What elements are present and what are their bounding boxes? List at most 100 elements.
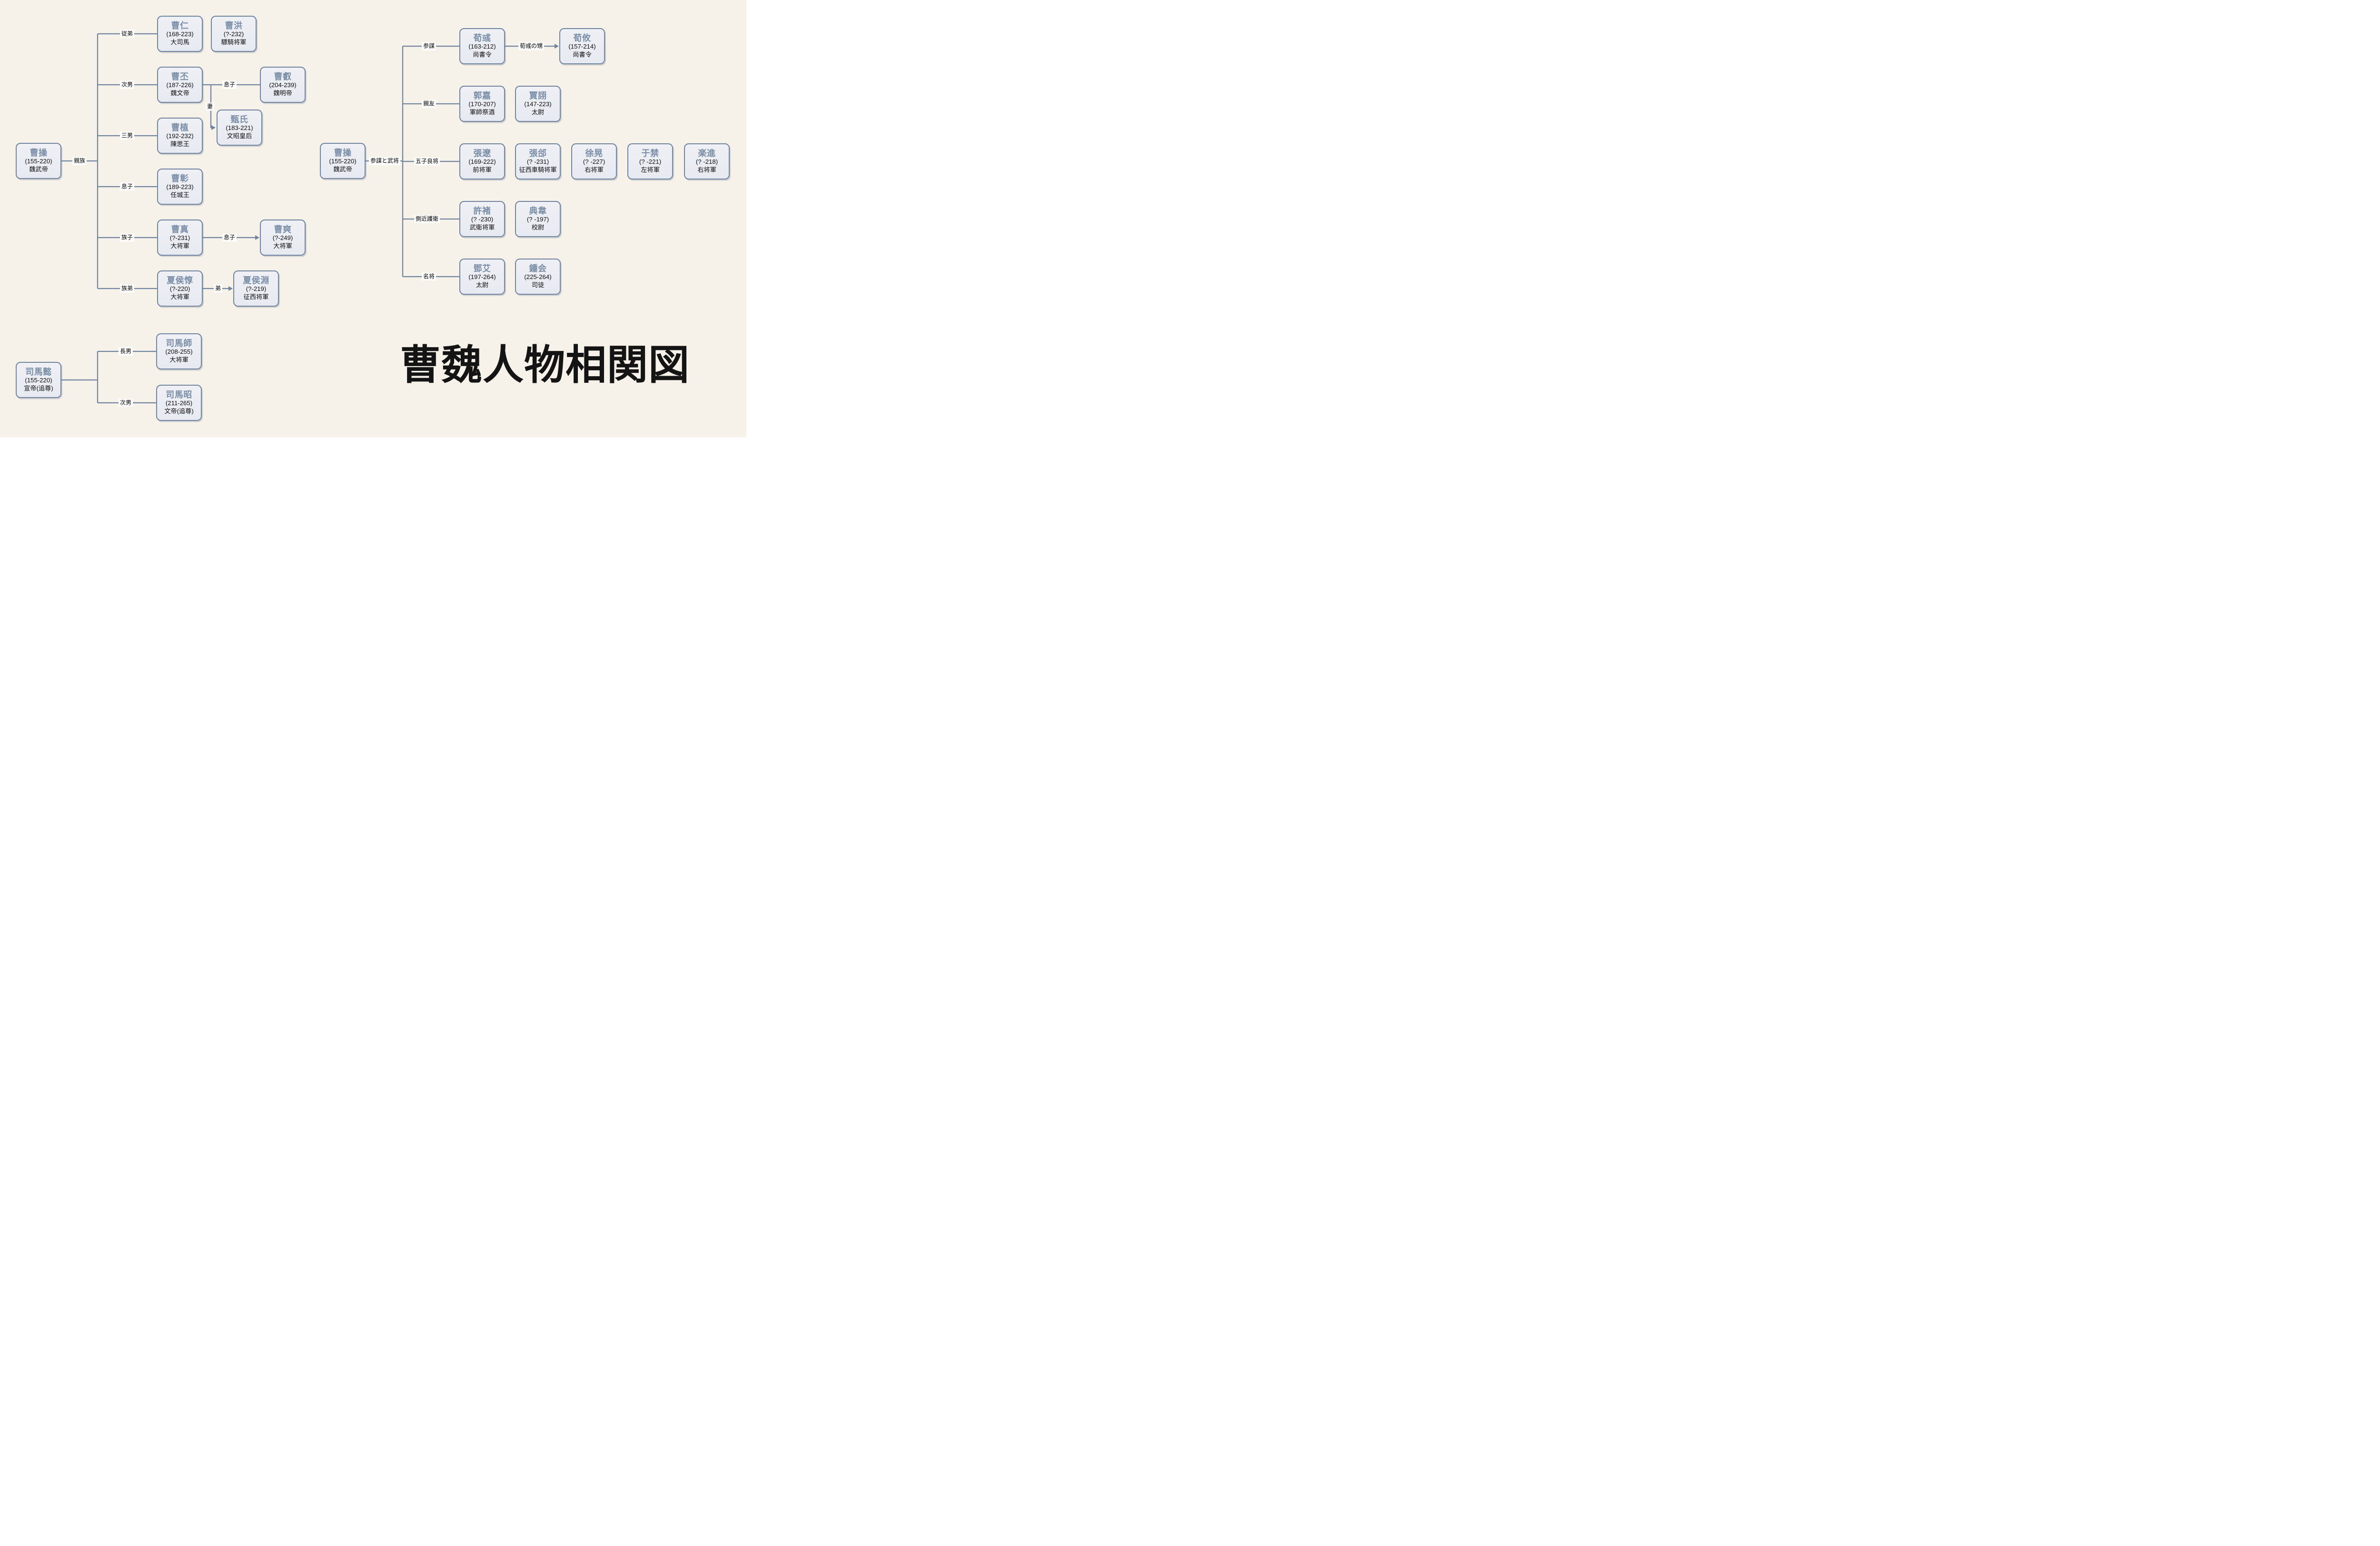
person-name: 荀攸 — [573, 33, 591, 43]
person-name: 曹植 — [171, 122, 189, 132]
edge-label-otouto: 弟 — [213, 284, 223, 293]
edge-label-shinzoku: 親族 — [72, 157, 87, 165]
edge-label-jinan-cao: 次男 — [119, 80, 135, 89]
node-yuejin[interactable]: 楽進 (? -218) 右将軍 — [684, 143, 730, 180]
node-yujin[interactable]: 于禁 (? -221) 左将軍 — [627, 143, 673, 180]
person-rank: 大将軍 — [169, 356, 188, 364]
person-dates: (187-226) — [166, 81, 194, 89]
person-dates: (155-220) — [25, 377, 52, 384]
arrowhead-xiahouyuan — [228, 286, 233, 291]
node-zhangliao[interactable]: 張遼 (169-222) 前将軍 — [459, 143, 505, 180]
person-name: 郭嘉 — [473, 90, 491, 100]
arrowhead-zhenshi — [211, 125, 216, 130]
person-name: 曹仁 — [171, 20, 189, 30]
person-rank: 征西将軍 — [243, 293, 269, 301]
edge-label-sokkin-goei: 側近護衛 — [414, 215, 440, 223]
person-rank: 文帝(追尊) — [164, 408, 194, 415]
node-caozhi[interactable]: 曹植 (192-232) 陳思王 — [157, 118, 203, 154]
edge-label-judei: 従弟 — [119, 30, 135, 38]
person-rank: 右将軍 — [585, 166, 604, 174]
person-dates: (155-220) — [329, 158, 357, 165]
node-jiaxu[interactable]: 賈詡 (147-223) 太尉 — [515, 86, 561, 122]
person-name: 曹爽 — [274, 224, 292, 234]
person-name: 曹操 — [334, 148, 352, 158]
person-rank: 文昭皇后 — [227, 132, 252, 140]
node-zhanghe[interactable]: 張郃 (? -231) 征西車騎将軍 — [515, 143, 561, 180]
person-name: 許褚 — [473, 206, 491, 216]
node-dianwei[interactable]: 典韋 (? -197) 校尉 — [515, 201, 561, 237]
person-rank: 大将軍 — [273, 242, 292, 250]
person-dates: (? -197) — [526, 216, 549, 223]
node-caopi[interactable]: 曹丕 (187-226) 魏文帝 — [157, 67, 203, 103]
person-rank: 大将軍 — [170, 293, 189, 301]
person-rank: 宣帝(追尊) — [24, 385, 53, 392]
person-dates: (?-231) — [169, 234, 190, 242]
node-simazhao[interactable]: 司馬昭 (211-265) 文帝(追尊) — [156, 385, 202, 421]
person-name: 賈詡 — [529, 90, 547, 100]
node-xunyou[interactable]: 荀攸 (157-214) 尚書令 — [559, 28, 605, 64]
person-name: 夏侯淵 — [243, 275, 269, 285]
person-dates: (? -221) — [639, 158, 662, 166]
node-xunyu[interactable]: 荀彧 (163-212) 尚書令 — [459, 28, 505, 64]
person-dates: (225-264) — [524, 273, 552, 281]
person-dates: (163-212) — [468, 43, 496, 50]
person-rank: 前将軍 — [473, 166, 492, 174]
person-dates: (204-239) — [269, 81, 297, 89]
node-caorui[interactable]: 曹叡 (204-239) 魏明帝 — [260, 67, 306, 103]
person-rank: 太尉 — [476, 281, 489, 289]
person-dates: (197-264) — [468, 273, 496, 281]
person-dates: (157-214) — [568, 43, 596, 50]
node-guojia[interactable]: 郭嘉 (170-207) 軍師祭酒 — [459, 86, 505, 122]
edge-label-shinyu: 親友 — [421, 100, 436, 108]
person-dates: (?-219) — [246, 285, 267, 293]
person-dates: (170-207) — [468, 100, 496, 108]
person-name: 鄧艾 — [473, 263, 491, 273]
node-caozhen[interactable]: 曹真 (?-231) 大将軍 — [157, 219, 203, 256]
person-rank: 校尉 — [531, 224, 545, 231]
person-rank: 司徒 — [531, 281, 545, 289]
person-name: 司馬師 — [166, 338, 192, 348]
node-xiahoudun[interactable]: 夏侯惇 (?-220) 大将軍 — [157, 270, 203, 307]
node-xuchu[interactable]: 許褚 (? -230) 武衛将軍 — [459, 201, 505, 237]
person-dates: (192-232) — [166, 132, 194, 140]
person-dates: (? -218) — [695, 158, 718, 166]
node-xuhuang[interactable]: 徐晃 (? -227) 右将軍 — [571, 143, 617, 180]
edge-label-sanbo: 参謀 — [421, 42, 436, 50]
edge-label-sannan: 三男 — [119, 131, 135, 140]
node-caohong[interactable]: 曹洪 (?-232) 驃騎将軍 — [211, 16, 257, 52]
person-name: 曹叡 — [274, 71, 292, 81]
node-zhenshi[interactable]: 甄氏 (183-221) 文昭皇后 — [217, 110, 262, 146]
node-xiahouyuan[interactable]: 夏侯淵 (?-219) 征西将軍 — [233, 270, 279, 307]
arrowhead-caoshuang — [255, 235, 259, 240]
node-simashi[interactable]: 司馬師 (208-255) 大将軍 — [156, 333, 202, 369]
person-dates: (? -230) — [471, 216, 494, 223]
node-dengai[interactable]: 鄧艾 (197-264) 太尉 — [459, 259, 505, 295]
arrowhead-xunyou — [555, 44, 559, 49]
node-caocao-retainers[interactable]: 曹操 (155-220) 魏武帝 — [320, 143, 366, 179]
person-dates: (?-249) — [272, 234, 293, 242]
person-name: 徐晃 — [585, 148, 603, 158]
edge-label-junikuno-oi: 荀彧の甥 — [518, 42, 545, 50]
person-rank: 任城王 — [170, 191, 189, 199]
node-zhonghui[interactable]: 鍾会 (225-264) 司徒 — [515, 259, 561, 295]
relationship-diagram: 曹操 (155-220) 魏武帝 曹仁 (168-223) 大司馬 曹洪 (?-… — [0, 0, 746, 437]
person-dates: (168-223) — [166, 30, 194, 38]
person-rank: 大司馬 — [170, 39, 189, 46]
node-caoshuang[interactable]: 曹爽 (?-249) 大将軍 — [260, 219, 306, 256]
person-dates: (147-223) — [524, 100, 552, 108]
person-name: 司馬懿 — [25, 367, 52, 377]
edge-label-jinan-sima: 次男 — [118, 399, 133, 407]
person-name: 曹丕 — [171, 71, 189, 81]
person-rank: 征西車騎将軍 — [519, 166, 557, 174]
node-simayi[interactable]: 司馬懿 (155-220) 宣帝(追尊) — [16, 362, 61, 398]
edge-label-tsuma: 妻 — [205, 102, 215, 111]
node-caoren[interactable]: 曹仁 (168-223) 大司馬 — [157, 16, 203, 52]
person-dates: (155-220) — [25, 158, 52, 165]
node-caocao-family[interactable]: 曹操 (155-220) 魏武帝 — [16, 143, 61, 179]
edge-label-zokushi: 族子 — [119, 233, 135, 242]
person-name: 曹洪 — [225, 20, 243, 30]
person-dates: (?-232) — [223, 30, 244, 38]
node-caozhang[interactable]: 曹彰 (189-223) 任城王 — [157, 169, 203, 205]
person-dates: (183-221) — [226, 124, 253, 132]
person-name: 曹彰 — [171, 173, 189, 183]
